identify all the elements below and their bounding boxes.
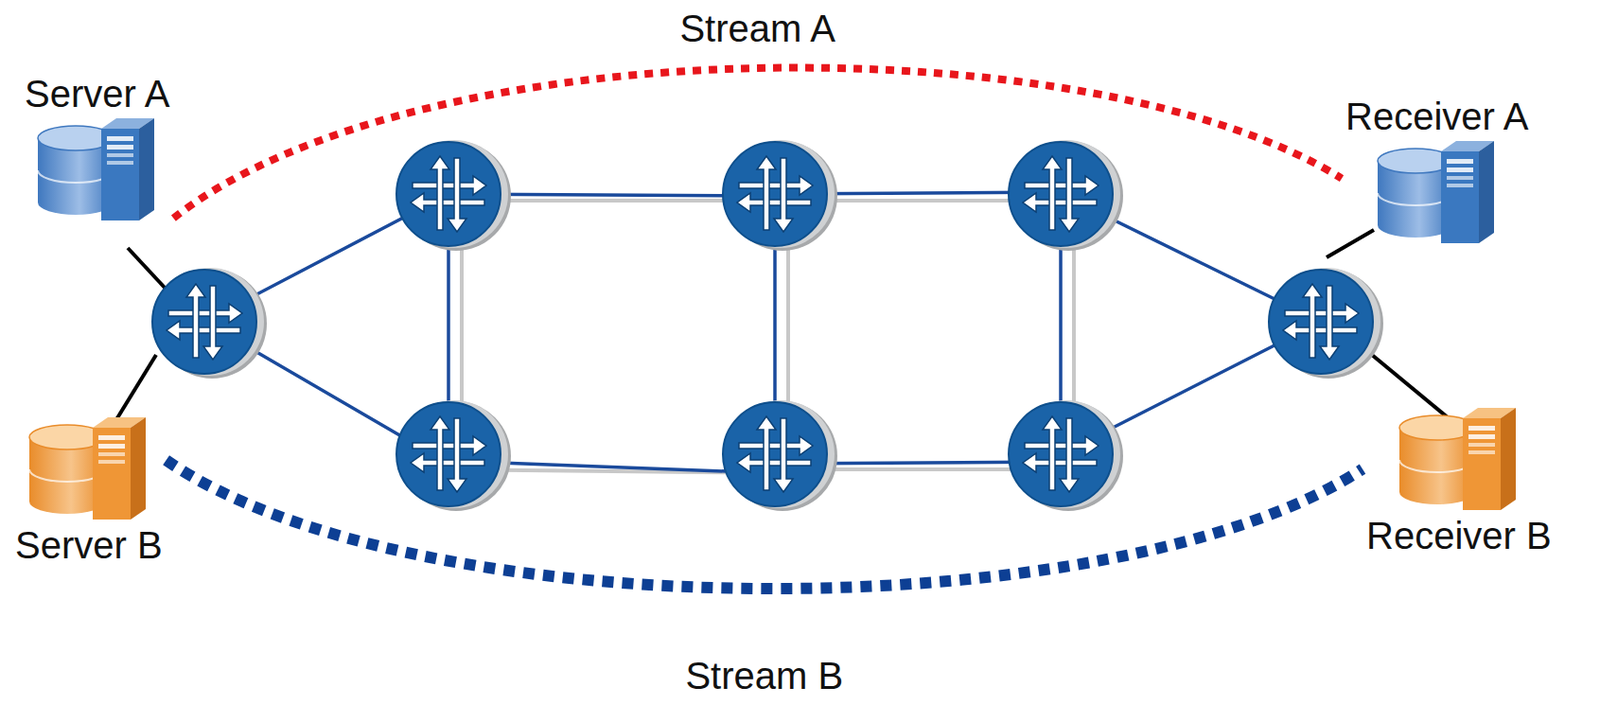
router-icon: [396, 400, 511, 511]
server-node: Receiver A: [1341, 94, 1532, 247]
server-icon-wrap: [1394, 404, 1523, 514]
server-node: Server B: [11, 414, 167, 567]
server-icon-wrap: [24, 414, 153, 524]
node-label: Server A: [20, 71, 174, 116]
node-label: Server B: [11, 523, 167, 567]
node-label: Receiver A: [1341, 94, 1532, 139]
router-icon: [1268, 267, 1384, 379]
stream-label: Stream A: [673, 6, 842, 51]
router-icon: [722, 400, 838, 511]
router-icon: [1008, 140, 1124, 251]
server-icon-wrap: [1372, 138, 1501, 247]
router-icon: [396, 140, 511, 251]
server-icon: [1372, 138, 1501, 247]
routers: [152, 140, 1384, 511]
stream-label: Stream B: [679, 653, 849, 698]
access-link: [127, 247, 166, 289]
router-icon: [152, 267, 267, 379]
access-link: [115, 354, 157, 422]
access-links: [115, 229, 1449, 422]
stream-path: [166, 459, 1363, 589]
server-icon: [24, 414, 153, 524]
access-link: [1371, 354, 1449, 419]
stream-path: [173, 68, 1342, 219]
access-link: [1326, 229, 1374, 258]
router-icon: [1008, 400, 1124, 511]
server-icon-wrap: [33, 115, 161, 225]
server-node: Server A: [20, 71, 174, 225]
server-icon: [33, 115, 161, 225]
router-icon: [722, 140, 838, 251]
node-label: Receiver B: [1362, 513, 1556, 558]
server-node: Receiver B: [1362, 404, 1556, 558]
server-icon: [1394, 404, 1523, 514]
